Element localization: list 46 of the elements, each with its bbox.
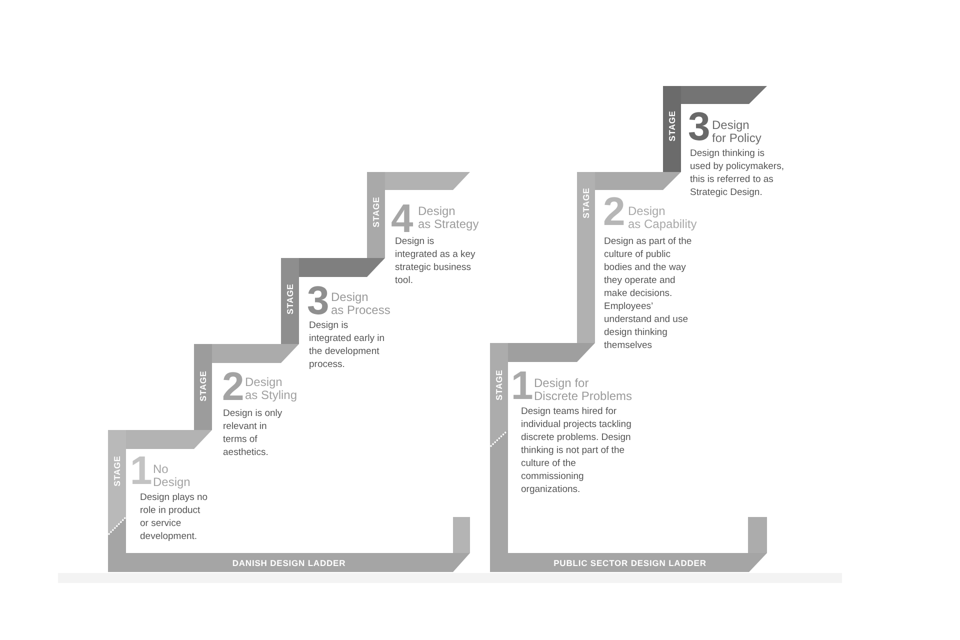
stage-label: STAGE bbox=[667, 110, 677, 142]
stage-band bbox=[367, 172, 385, 258]
stage-band bbox=[577, 172, 595, 343]
ladder-title: PUBLIC SECTOR DESIGN LADDER bbox=[554, 558, 706, 568]
stage-number: 3 bbox=[688, 112, 710, 143]
stage-label: STAGE bbox=[285, 284, 295, 314]
stage-band bbox=[490, 343, 508, 553]
step-band bbox=[212, 344, 299, 363]
step-band bbox=[126, 430, 212, 449]
stage-number: 1 bbox=[130, 456, 152, 487]
stage-number: 2 bbox=[603, 197, 626, 228]
stage-number: 1 bbox=[511, 371, 534, 402]
stage-label: STAGE bbox=[581, 188, 591, 218]
stage-number: 3 bbox=[307, 286, 330, 317]
stage-band bbox=[194, 344, 212, 430]
stage-description: Design teams hired for individual projects tackling discrete problems. Design thinking is not part of the culture of the commissioning organizations. bbox=[521, 405, 632, 496]
stage-description: Design is only relevant in terms of aesthetics. bbox=[223, 407, 284, 459]
stage-description: Design as part of the culture of public bodies and the way they operate and make decisions. Employees’ understand and use design thinking themselves bbox=[604, 235, 693, 352]
ladder-base-band bbox=[108, 553, 470, 572]
stage-label: STAGE bbox=[112, 456, 122, 486]
step-band bbox=[508, 343, 595, 362]
step-band bbox=[595, 172, 681, 190]
stage-title: Design for Discrete Problems bbox=[534, 377, 632, 402]
step-band bbox=[681, 86, 767, 104]
stage-number: 2 bbox=[222, 372, 244, 403]
ladder-title: DANISH DESIGN LADDER bbox=[232, 558, 346, 568]
stage-band bbox=[281, 258, 299, 344]
stage-title: Design as Process bbox=[331, 291, 390, 316]
ladder-base-band bbox=[490, 553, 767, 572]
stage-title: No Design bbox=[153, 463, 190, 488]
stage-band bbox=[108, 430, 126, 553]
stage-description: Design thinking is used by policymakers, this is referred to as Strategic Design. bbox=[690, 147, 785, 199]
stage-title: Design for Policy bbox=[712, 119, 762, 144]
stage-title: Design as Capability bbox=[628, 205, 697, 230]
stage-description: Design is integrated as a key strategic business tool. bbox=[395, 235, 476, 287]
stage-description: Design is integrated early in the development process. bbox=[309, 319, 386, 371]
stage-description: Design plays no role in product or service development. bbox=[140, 491, 209, 543]
stage-number: 4 bbox=[391, 204, 414, 235]
stage-label: STAGE bbox=[198, 370, 208, 402]
stage-title: Design as Strategy bbox=[418, 205, 479, 230]
stage-label: STAGE bbox=[371, 196, 381, 228]
step-band bbox=[299, 258, 385, 277]
stage-band bbox=[663, 86, 681, 172]
stage-label: STAGE bbox=[494, 370, 504, 400]
stage-title: Design as Styling bbox=[245, 376, 298, 401]
step-band bbox=[385, 172, 470, 190]
